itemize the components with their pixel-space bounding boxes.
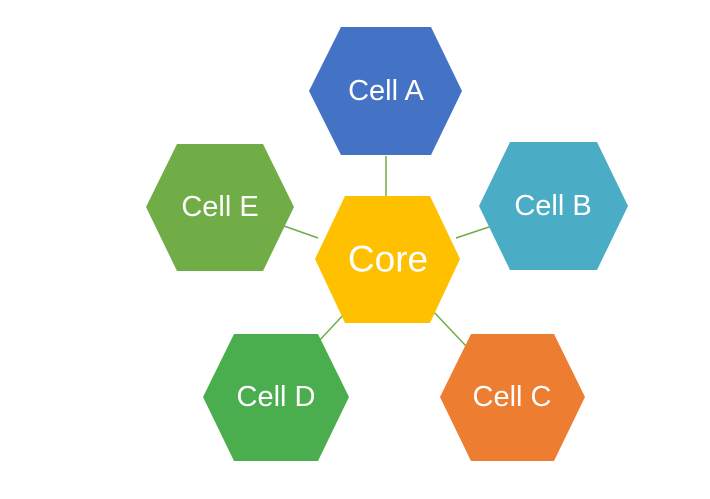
connector-core-cell-c — [431, 309, 467, 347]
cell-c-label: Cell C — [473, 381, 552, 413]
connector-core-cell-e — [283, 225, 319, 239]
connectors — [283, 156, 493, 347]
cell-e-hexagon — [146, 144, 294, 271]
core-hexagon — [315, 196, 460, 323]
core-label: Core — [348, 239, 428, 280]
core-node: Core — [315, 196, 460, 323]
cell-a-hexagon — [309, 27, 462, 155]
cell-b-node: Cell B — [479, 142, 628, 270]
cell-d-label: Cell D — [237, 381, 316, 413]
cell-e-node: Cell E — [146, 144, 294, 271]
cell-a-node: Cell A — [309, 27, 462, 155]
cell-d-node: Cell D — [203, 334, 349, 461]
cell-a-label: Cell A — [348, 75, 424, 107]
connector-core-cell-d — [317, 311, 347, 343]
connector-core-cell-b — [455, 225, 493, 239]
cell-d-hexagon — [203, 334, 349, 461]
cell-e-label: Cell E — [181, 191, 258, 223]
cell-b-hexagon — [479, 142, 628, 270]
cell-c-hexagon — [440, 334, 585, 461]
cell-b-label: Cell B — [514, 190, 591, 222]
cell-c-node: Cell C — [440, 334, 585, 461]
